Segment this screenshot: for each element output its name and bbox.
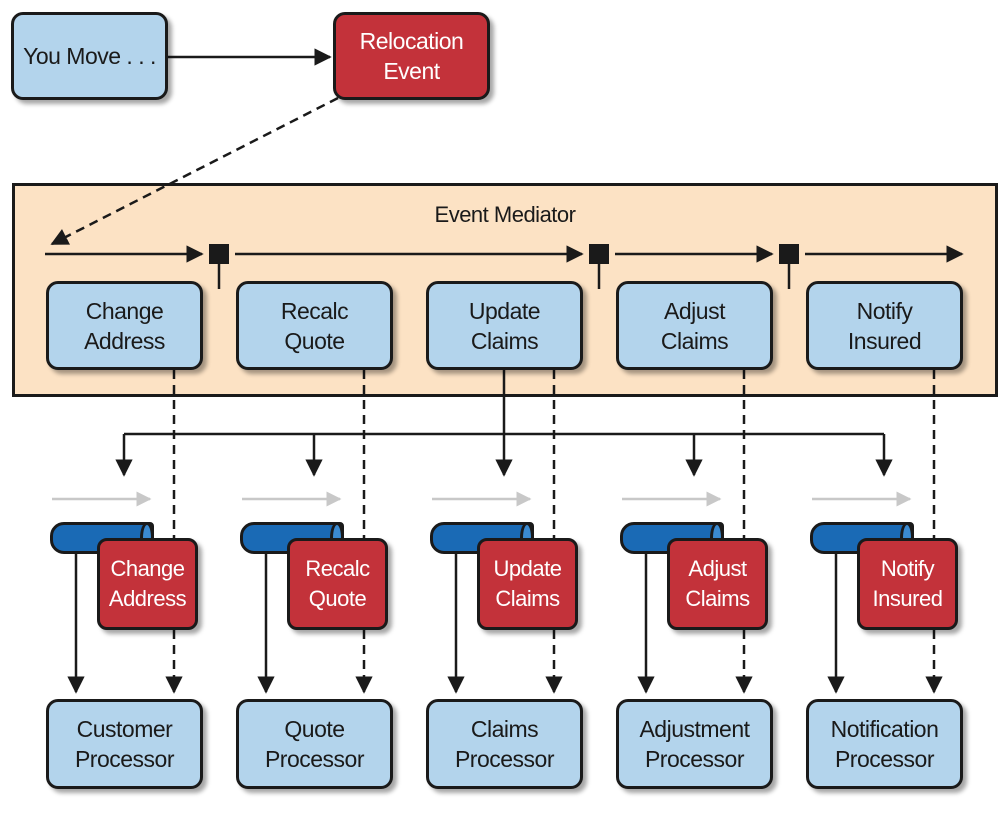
processor-quote: Quote Processor [236, 699, 393, 789]
processor-label-line1: Customer [76, 716, 173, 742]
channel-recalc-quote: Recalc Quote [287, 538, 388, 630]
channel-label-line1: Change [110, 556, 185, 581]
processor-label-line1: Notification [830, 716, 939, 742]
step-label-line1: Change [85, 297, 164, 324]
channel-label-line2: Claims [495, 586, 560, 611]
processor-customer: Customer Processor [46, 699, 203, 789]
event-to-mediator-dashed-arrow [50, 96, 339, 246]
mediator-flow [45, 244, 964, 289]
processor-label-line1: Claims [470, 716, 539, 742]
queue-to-processor-lines [67, 554, 845, 694]
step-label-line1: Notify [856, 297, 913, 324]
channel-label-line2: Quote [308, 586, 367, 611]
channel-label-line1: Update [493, 556, 562, 581]
you-move-label: You Move . . . [23, 43, 156, 69]
processor-label-line2: Processor [264, 746, 365, 772]
step-label-line1: Recalc [280, 297, 349, 324]
mediator-step-update-claims: Update Claims [426, 281, 583, 370]
you-move-box: You Move . . . [11, 12, 168, 100]
channel-update-claims: Update Claims [477, 538, 578, 630]
channel-label-line2: Claims [685, 586, 750, 611]
processor-claims: Claims Processor [426, 699, 583, 789]
mediator-step-recalc-quote: Recalc Quote [236, 281, 393, 370]
processor-label-line2: Processor [74, 746, 175, 772]
fanout-lines [115, 370, 893, 477]
mediator-step-change-address: Change Address [46, 281, 203, 370]
channel-adjust-claims: Adjust Claims [667, 538, 768, 630]
processor-notification: Notification Processor [806, 699, 963, 789]
processor-label-line1: Adjustment [639, 716, 750, 742]
relocation-event-label-line1: Relocation [359, 28, 464, 54]
step-label-line2: Quote [284, 327, 345, 354]
channel-label-line1: Recalc [305, 556, 370, 581]
step-label-line2: Address [84, 327, 165, 354]
processor-adjustment: Adjustment Processor [616, 699, 773, 789]
channel-label-line2: Address [108, 586, 187, 611]
channel-notify-insured: Notify Insured [857, 538, 958, 630]
relocation-event-box: Relocation Event [333, 12, 490, 100]
channel-label-line2: Insured [872, 586, 943, 611]
event-mediator-title: Event Mediator [434, 202, 576, 227]
step-label-line2: Claims [470, 327, 539, 354]
dashed-dispatch-lines [165, 370, 943, 694]
step-label-line1: Update [468, 297, 541, 324]
step-label-line2: Insured [847, 327, 922, 354]
relocation-event-label-line2: Event [383, 58, 440, 84]
processor-label-line2: Processor [834, 746, 935, 772]
channel-label-line1: Notify [880, 556, 935, 581]
processor-label-line2: Processor [454, 746, 555, 772]
step-label-line1: Adjust [664, 297, 725, 324]
channel-change-address: Change Address [97, 538, 198, 630]
processor-label-line2: Processor [644, 746, 745, 772]
mediator-step-notify-insured: Notify Insured [806, 281, 963, 370]
mediator-step-adjust-claims: Adjust Claims [616, 281, 773, 370]
processor-label-line1: Quote [284, 716, 345, 742]
channel-label-line1: Adjust [688, 556, 747, 581]
step-label-line2: Claims [660, 327, 729, 354]
